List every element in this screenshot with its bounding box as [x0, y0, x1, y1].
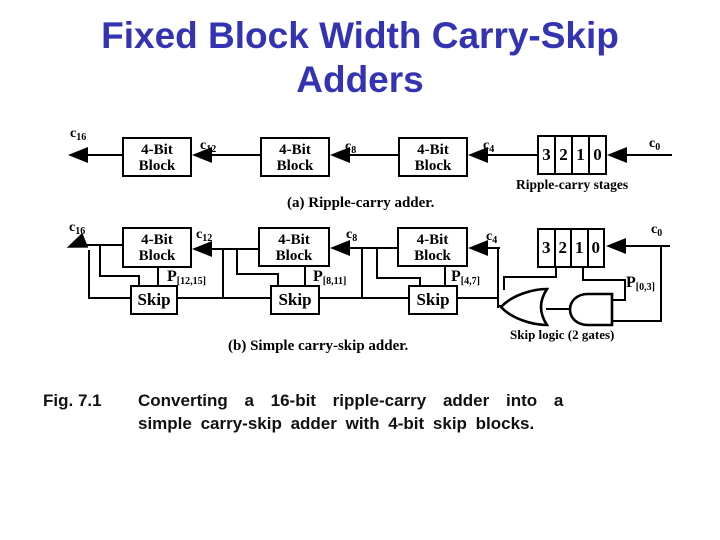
stage-cell: 2: [556, 137, 573, 173]
stage-cell: 1: [573, 137, 590, 173]
wire: [222, 250, 224, 299]
wire: [348, 247, 397, 249]
carry-label-c8-b: c8: [346, 227, 358, 245]
wire: [486, 247, 500, 249]
carry-label-c16-a: c16: [70, 126, 87, 144]
carry-arrow-icon: [68, 147, 88, 163]
carry-label-c0-b: c0: [651, 222, 663, 240]
wire: [85, 244, 122, 246]
wire: [582, 266, 584, 281]
four-bit-block: 4-Bit Block: [258, 227, 330, 267]
carry-arrow-icon: [468, 147, 488, 163]
wire: [555, 266, 557, 278]
carry-label-c4-b: c4: [486, 229, 498, 247]
stage-cell: 2: [556, 230, 572, 266]
skip-block: Skip: [130, 285, 178, 315]
four-bit-block: 4-Bit Block: [398, 137, 468, 177]
stage-cell: 1: [572, 230, 589, 266]
wire: [624, 245, 670, 247]
wire: [376, 249, 378, 279]
slide-title-line1: Fixed Block Width Carry-Skip: [101, 15, 619, 56]
carry-arrow-icon: [330, 240, 350, 256]
wire: [99, 246, 101, 277]
carry-arrow-icon: [192, 241, 212, 257]
skip-stage-cells: 3 2 1 0: [537, 228, 605, 268]
slide-title: Fixed Block Width Carry-Skip Adders: [0, 14, 720, 102]
wire: [624, 279, 626, 301]
carry-arrow-icon: [192, 147, 212, 163]
wire: [210, 154, 260, 156]
wire: [88, 250, 90, 299]
caption-b: (b) Simple carry-skip adder.: [228, 338, 409, 354]
carry-label-c16-b: c16: [69, 220, 86, 238]
carry-label-c12-b: c12: [196, 227, 213, 245]
carry-arrow-icon: [330, 147, 350, 163]
wire: [444, 265, 446, 285]
wire: [546, 308, 570, 310]
figure-caption-line2: simple carry-skip adder with 4-bit skip …: [138, 414, 535, 433]
wire: [210, 248, 258, 250]
wire: [361, 249, 363, 299]
propagate-label-p0-3: P[0,3]: [626, 274, 655, 294]
wire: [88, 297, 130, 299]
skip-block: Skip: [408, 285, 458, 315]
stage-cell: 0: [591, 238, 601, 257]
wire: [611, 320, 662, 322]
carry-label-c0-a: c0: [649, 136, 661, 154]
wire: [86, 154, 122, 156]
stage-cell: 3: [539, 137, 556, 173]
slide-title-line2: Adders: [296, 59, 424, 100]
wire: [503, 276, 557, 278]
wire: [503, 276, 505, 290]
wire: [304, 265, 306, 285]
wire: [178, 297, 270, 299]
wire: [277, 273, 279, 285]
wire: [157, 268, 159, 285]
wire: [660, 246, 662, 322]
wire: [610, 299, 626, 301]
four-bit-block: 4-Bit Block: [397, 227, 468, 267]
wire: [625, 154, 672, 156]
wire: [320, 297, 408, 299]
wire: [236, 273, 279, 275]
ripple-stages-label: Ripple-carry stages: [516, 177, 629, 192]
wire: [376, 277, 421, 279]
carry-arrow-icon: [607, 147, 627, 163]
skip-logic-label: Skip logic (2 gates): [510, 327, 615, 342]
or-gate-icon: [499, 287, 549, 327]
wire: [458, 297, 499, 299]
carry-arrow-icon: [468, 240, 488, 256]
carry-arrow-icon: [606, 238, 626, 254]
four-bit-block: 4-Bit Block: [122, 227, 192, 268]
wire: [419, 277, 421, 285]
propagate-label-p12-15: P[12,15]: [167, 268, 206, 288]
wire: [348, 154, 398, 156]
figure-caption-line1: Converting a 16-bit ripple-carry adder i…: [138, 391, 564, 410]
wire: [236, 250, 238, 275]
skip-block: Skip: [270, 285, 320, 315]
figure-number: Fig. 7.1: [43, 391, 102, 410]
wire: [497, 247, 499, 308]
four-bit-block: 4-Bit Block: [260, 137, 330, 177]
caption-a: (a) Ripple-carry adder.: [287, 195, 435, 211]
wire: [99, 275, 140, 277]
stage-cell: 0: [593, 145, 602, 164]
carry-label-c8-a: c8: [345, 139, 357, 157]
wire: [582, 279, 626, 281]
and-gate-icon: [568, 292, 614, 327]
carry-label-c4-a: c4: [483, 138, 495, 156]
wire: [138, 275, 140, 285]
wire: [486, 154, 537, 156]
ripple-stage-cells: 3 2 1 0: [537, 135, 607, 175]
stage-cell: 3: [539, 230, 556, 266]
four-bit-block: 4-Bit Block: [122, 137, 192, 177]
propagate-label-p8-11: P[8,11]: [313, 268, 347, 288]
propagate-label-p4-7: P[4,7]: [451, 268, 480, 288]
